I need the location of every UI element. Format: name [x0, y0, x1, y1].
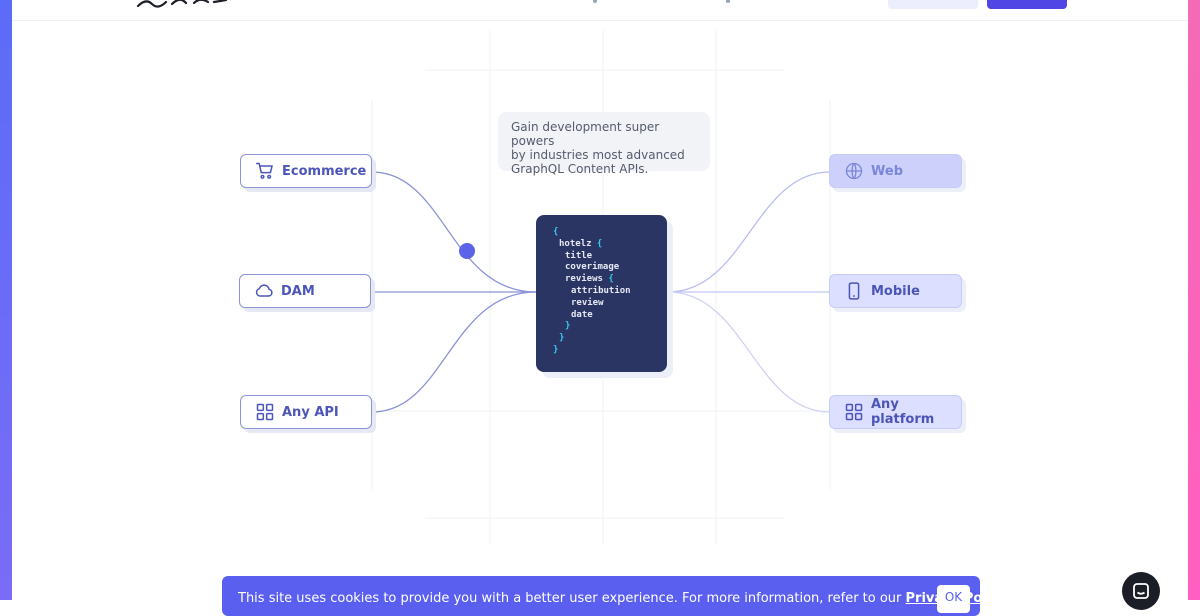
code-brace: {	[591, 238, 603, 249]
cookie-message: This site uses cookies to provide you wi…	[238, 591, 1007, 606]
target-node-label: Mobile	[871, 283, 920, 299]
target-node-any-platform[interactable]: Any platform	[829, 395, 962, 429]
code-token: }	[565, 321, 571, 332]
connector-web	[667, 171, 831, 293]
code-line: attribution	[553, 286, 667, 298]
target-node-label: Any platform	[871, 397, 935, 427]
code-line: }	[553, 333, 667, 345]
code-line: reviews {	[553, 274, 667, 286]
flow-dot	[459, 243, 475, 259]
source-node-any-api[interactable]: Any API	[240, 395, 372, 429]
nav-link-fragment[interactable]	[726, 0, 730, 3]
cookie-message-text: This site uses cookies to provide you wi…	[238, 591, 906, 606]
grid-icon	[845, 403, 863, 421]
code-line: review	[553, 298, 667, 310]
source-node-label: Any API	[282, 404, 339, 420]
code-token: }	[553, 344, 559, 355]
nav-link-fragment[interactable]	[593, 0, 597, 3]
top-navigation	[12, 0, 1188, 21]
code-line: title	[553, 251, 667, 263]
callout-text: Gain development super powers by industr…	[498, 112, 710, 176]
code-line: }	[553, 321, 667, 333]
target-node-mobile[interactable]: Mobile	[829, 274, 962, 308]
connector-ecommerce	[371, 171, 537, 293]
connector-any-platform	[667, 291, 831, 413]
login-button[interactable]	[888, 0, 978, 9]
code-token: review	[571, 297, 604, 308]
mobile-icon	[848, 282, 860, 300]
code-token: attribution	[571, 285, 631, 296]
code-token: }	[559, 333, 565, 344]
code-line: {	[553, 227, 667, 239]
code-line: hotelz {	[553, 239, 667, 251]
source-node-label: Ecommerce	[282, 163, 367, 179]
code-token: title	[565, 250, 593, 261]
grid-icon	[256, 403, 274, 421]
source-node-label: DAM	[281, 283, 315, 299]
code-token: {	[553, 227, 559, 237]
code-token: date	[571, 309, 593, 320]
target-node-label: Web	[871, 163, 903, 179]
code-brace: {	[602, 274, 614, 285]
chat-launcher-button[interactable]	[1122, 572, 1160, 610]
code-token: reviews	[565, 274, 603, 285]
hygraph-logo-icon[interactable]	[136, 0, 231, 8]
right-edge-gradient	[1188, 0, 1200, 600]
cookie-ok-button[interactable]: OK	[937, 585, 970, 613]
left-edge-gradient	[0, 0, 12, 600]
target-node-web[interactable]: Web	[829, 154, 962, 188]
get-started-button[interactable]	[987, 0, 1067, 9]
code-token: hotelz	[559, 238, 592, 249]
cookie-banner: This site uses cookies to provide you wi…	[222, 576, 1007, 616]
code-line: }	[553, 345, 667, 357]
code-line: coverimage	[553, 262, 667, 274]
code-token: coverimage	[565, 262, 620, 273]
globe-icon	[845, 162, 863, 180]
cart-icon	[255, 162, 273, 179]
chat-icon	[1133, 583, 1149, 599]
connector-lines	[371, 171, 831, 413]
source-node-dam[interactable]: DAM	[239, 274, 371, 308]
connector-any-api	[371, 291, 537, 413]
cloud-icon	[255, 284, 273, 297]
code-line: date	[553, 310, 667, 322]
source-node-ecommerce[interactable]: Ecommerce	[240, 154, 372, 188]
